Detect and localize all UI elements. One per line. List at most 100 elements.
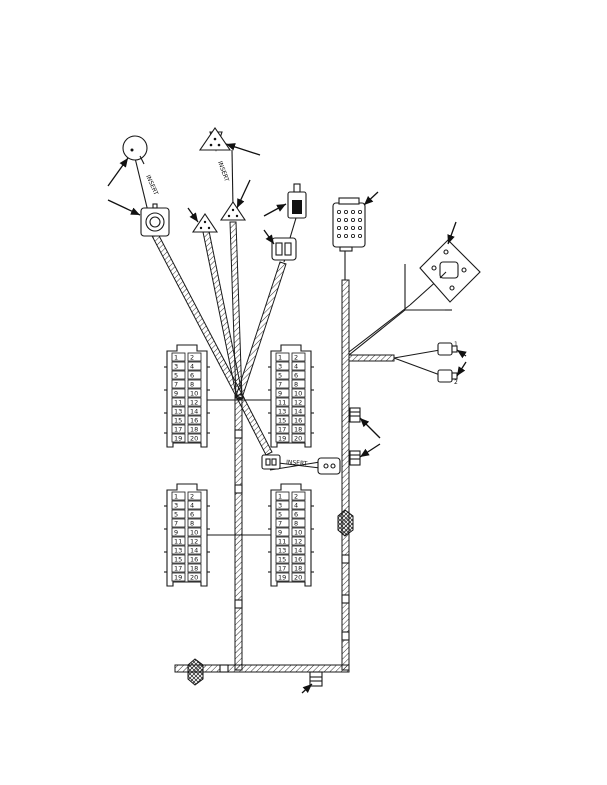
pin-cell <box>187 361 202 371</box>
trunk-clips <box>219 429 350 673</box>
pin-number: 5 <box>278 372 282 380</box>
pin-cell <box>275 379 290 389</box>
pin-number: 19 <box>278 574 286 582</box>
pin-number: 14 <box>294 547 302 555</box>
pin-number: 10 <box>294 390 302 398</box>
pin-number: 4 <box>294 502 298 510</box>
pin-number: 14 <box>294 408 302 416</box>
pin-cell <box>187 433 202 443</box>
pin-cell <box>291 424 306 434</box>
pin-number: 2 <box>294 354 298 362</box>
pin-cell <box>187 388 202 398</box>
pin-number: 8 <box>294 520 298 528</box>
pin-cell <box>187 379 202 389</box>
pin-number: 18 <box>294 426 302 434</box>
pin-number: 9 <box>174 390 178 398</box>
pin-number: 18 <box>294 565 302 573</box>
pin-number: 12 <box>190 538 198 546</box>
pin-cell <box>187 424 202 434</box>
small-rect-connector <box>271 237 297 261</box>
pin-number: 20 <box>294 435 302 443</box>
pin-number: 16 <box>190 556 198 564</box>
pin-cell <box>171 361 186 371</box>
pin-cell <box>171 397 186 407</box>
pin-cell <box>291 415 306 425</box>
triangle-connector-top <box>198 127 232 152</box>
pin-cell <box>275 352 290 362</box>
pin-number: 2 <box>190 354 194 362</box>
tag-label-2: 2 <box>454 379 458 386</box>
pin-cell <box>275 424 290 434</box>
cylindrical-plug <box>287 183 307 219</box>
pin-cell <box>187 491 202 501</box>
pin-cell <box>275 415 290 425</box>
pin-number: 2 <box>294 493 298 501</box>
pin-number: 6 <box>294 511 298 519</box>
pin-number: 3 <box>278 502 282 510</box>
pin-number: 11 <box>278 399 286 407</box>
pin-cell <box>291 536 306 546</box>
pin-number: 5 <box>278 511 282 519</box>
triangle-connector-left <box>191 213 219 233</box>
pin-number: 6 <box>294 372 298 380</box>
pin-cell <box>171 572 186 582</box>
grommet-upper <box>349 407 361 423</box>
insert-connector-left <box>261 454 281 470</box>
pin-number: 12 <box>190 399 198 407</box>
pin-number: 20 <box>190 435 198 443</box>
pin-number: 15 <box>278 556 286 564</box>
pin-number: 7 <box>278 381 282 389</box>
pin-number: 7 <box>278 520 282 528</box>
pin-number: 19 <box>174 574 182 582</box>
pin-cell <box>291 572 306 582</box>
pin-cell <box>171 379 186 389</box>
pin-cell <box>291 554 306 564</box>
pin-cell <box>187 500 202 510</box>
pin-number: 11 <box>174 538 182 546</box>
pin-number: 9 <box>278 529 282 537</box>
pin-number: 1 <box>278 493 282 501</box>
pin-cell <box>171 491 186 501</box>
pin-number: 13 <box>174 547 182 555</box>
pin-number: 9 <box>174 529 178 537</box>
square-socket-connector <box>140 203 170 237</box>
pin-cell <box>171 415 186 425</box>
multipin-connector-top <box>332 197 366 252</box>
pin-number: 9 <box>278 390 282 398</box>
grommet-bottom <box>309 671 323 687</box>
pin-number: 11 <box>174 399 182 407</box>
pin-number: 12 <box>294 538 302 546</box>
pin-cell <box>275 518 290 528</box>
pin-number: 17 <box>278 426 286 434</box>
pin-cell <box>275 361 290 371</box>
pin-cell <box>291 352 306 362</box>
pin-cell <box>187 545 202 555</box>
pin-cell <box>291 509 306 519</box>
pin-cell <box>291 379 306 389</box>
pin-cell <box>275 554 290 564</box>
grommet-lower <box>349 450 361 466</box>
pin-cell <box>275 545 290 555</box>
pin-number: 10 <box>190 529 198 537</box>
pin-cell <box>291 361 306 371</box>
pin-cell <box>275 536 290 546</box>
hex-sleeve-right <box>337 509 354 537</box>
pin-cell <box>187 563 202 573</box>
pin-number: 17 <box>278 565 286 573</box>
pin-number: 19 <box>278 435 286 443</box>
pin-number: 13 <box>174 408 182 416</box>
pin-cell <box>171 433 186 443</box>
pin-number: 3 <box>278 363 282 371</box>
pin-cell <box>171 352 186 362</box>
pin-cell <box>291 491 306 501</box>
pin-cell <box>171 500 186 510</box>
pin-cell <box>171 518 186 528</box>
pin-number: 15 <box>278 417 286 425</box>
pin-cell <box>291 563 306 573</box>
pin-cell <box>291 370 306 380</box>
hex-sleeve-bottom <box>187 658 204 686</box>
pin-cell <box>187 415 202 425</box>
pin-number: 13 <box>278 408 286 416</box>
pin-number: 6 <box>190 511 194 519</box>
